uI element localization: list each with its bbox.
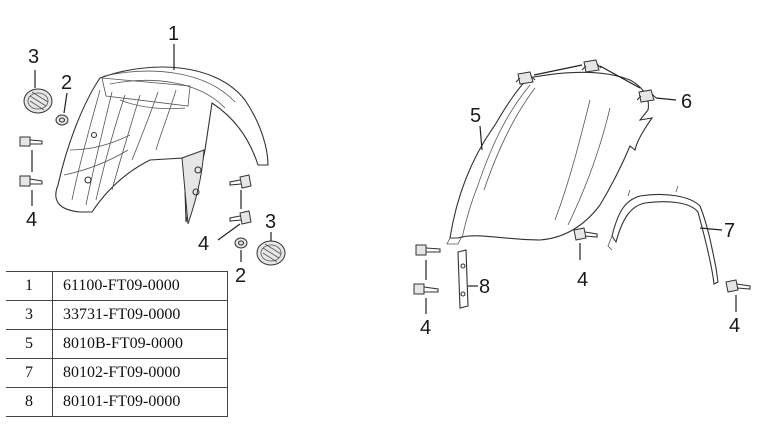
part-index-cell: 7 <box>6 358 53 388</box>
part-number-cell: 8010B-FT09-0000 <box>52 329 228 359</box>
nut-center <box>234 237 248 249</box>
callout-reflector-right: 3 <box>265 211 276 233</box>
clip-2 <box>581 59 602 73</box>
leader-rear-fender <box>479 125 483 151</box>
leader-bracket <box>699 227 723 231</box>
rear-fender <box>446 71 654 245</box>
callout-bolt-left: 4 <box>26 209 37 231</box>
part-index-cell: 3 <box>6 300 53 330</box>
callout-bolt-rear-mid: 4 <box>577 269 588 291</box>
leader-clip-a <box>533 64 583 76</box>
nut-left <box>55 114 69 126</box>
leader-clip-b <box>599 65 641 89</box>
part-number-cell: 80101-FT09-0000 <box>52 387 228 417</box>
reflector-right <box>256 240 286 266</box>
bolt-rear-mid <box>573 227 598 241</box>
leader-clip-c <box>655 97 677 101</box>
clip-3 <box>636 89 657 103</box>
callout-bracket: 7 <box>724 220 735 242</box>
bracket <box>607 185 719 285</box>
callout-bolt-center: 4 <box>198 233 209 255</box>
bolt-rear-right <box>725 279 751 293</box>
part-number-cell: 61100-FT09-0000 <box>52 271 228 301</box>
callout-clip: 6 <box>681 91 692 113</box>
part-index-cell: 5 <box>6 329 53 359</box>
callout-bolt-rear-right: 4 <box>729 315 740 337</box>
callout-nut-left: 2 <box>61 72 72 94</box>
bolt-rear-left-upper <box>415 244 441 256</box>
part-index-cell: 1 <box>6 271 53 301</box>
bolt-center-lower <box>229 210 252 225</box>
leader-nut-left <box>63 92 68 114</box>
leader-bolt-center-2 <box>217 223 241 241</box>
clip-1 <box>515 71 536 85</box>
bolt-left-upper <box>19 136 43 147</box>
part-number-cell: 33731-FT09-0000 <box>52 300 228 330</box>
callout-bolt-rear-left: 4 <box>420 317 431 339</box>
part-number-cell: 80102-FT09-0000 <box>52 358 228 388</box>
reflector-left <box>23 88 53 114</box>
bolt-center-upper <box>229 174 252 189</box>
bolt-rear-left-lower <box>413 283 439 295</box>
callout-plate: 8 <box>479 276 490 298</box>
callout-rear-fender: 5 <box>470 105 481 127</box>
callout-nut-center: 2 <box>235 265 246 287</box>
part-index-cell: 8 <box>6 387 53 417</box>
callout-reflector-left: 3 <box>28 46 39 68</box>
plate <box>457 249 469 309</box>
bolt-left-lower <box>19 175 43 187</box>
callout-front-fender: 1 <box>168 23 179 45</box>
front-fender <box>55 66 269 225</box>
